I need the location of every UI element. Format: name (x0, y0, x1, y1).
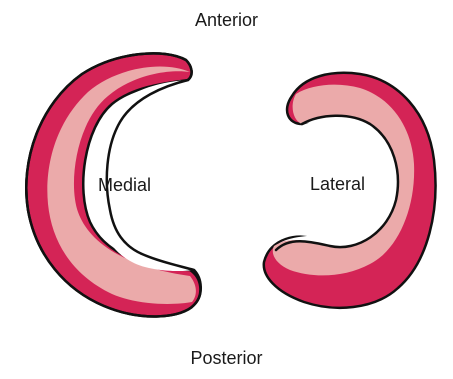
medial-label: Medial (98, 176, 151, 194)
lateral-label: Lateral (310, 175, 365, 193)
anterior-label: Anterior (0, 11, 453, 29)
posterior-label: Posterior (0, 349, 453, 367)
